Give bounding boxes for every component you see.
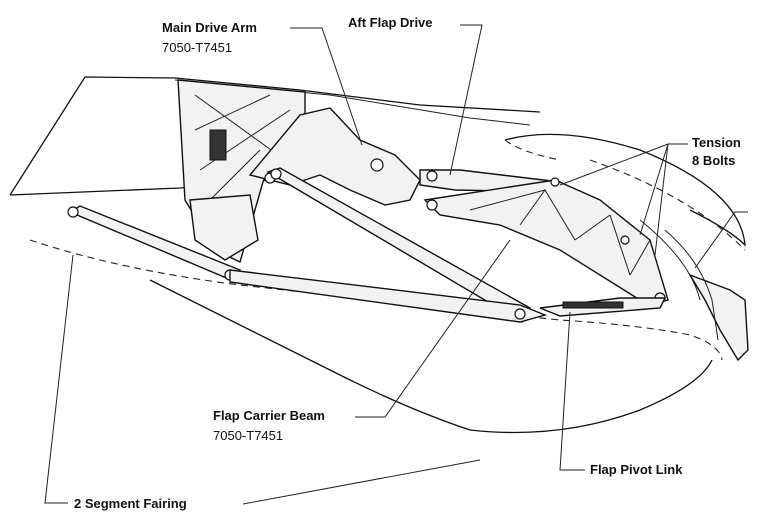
flap-dashed-lead bbox=[504, 139, 561, 161]
pivot-link-rod bbox=[562, 301, 624, 309]
label-main-drive-arm: Main Drive Arm bbox=[162, 20, 257, 35]
truss-pin-1 bbox=[426, 199, 438, 211]
leader-tension-bolts bbox=[559, 143, 688, 256]
label-flap-pivot-link: Flap Pivot Link bbox=[590, 462, 683, 477]
aft-flap-segment bbox=[688, 273, 749, 362]
leader-main-drive-arm bbox=[290, 27, 363, 146]
leader-right-edge bbox=[694, 211, 748, 269]
wing-upper-skin bbox=[9, 76, 541, 196]
label-flap-carrier-beam: Flap Carrier Beam bbox=[213, 408, 325, 423]
aft-drive-pin bbox=[426, 170, 438, 182]
label-two-segment-fairing: 2 Segment Fairing bbox=[74, 496, 187, 511]
truss-web bbox=[469, 189, 651, 276]
label-flap-carrier-beam-material: 7050-T7451 bbox=[213, 428, 283, 443]
lower-strut-pin-left bbox=[67, 206, 79, 218]
label-tension: Tension bbox=[692, 135, 741, 150]
flap-section bbox=[504, 133, 746, 247]
leader-flap-carrier-beam bbox=[355, 239, 511, 418]
label-aft-flap-drive: Aft Flap Drive bbox=[348, 15, 433, 30]
truss-pin-2 bbox=[550, 177, 560, 187]
bottom-chord bbox=[229, 269, 548, 323]
label-eight-bolts: 8 Bolts bbox=[692, 153, 735, 168]
bottom-chord-pin bbox=[514, 308, 526, 320]
leader-fairing-right bbox=[242, 459, 481, 505]
drive-arm-pivot bbox=[370, 158, 384, 172]
truss-pin-4 bbox=[620, 235, 630, 245]
fairing-lower-curve bbox=[149, 279, 713, 434]
label-main-drive-arm-material: 7050-T7451 bbox=[162, 40, 232, 55]
leader-fairing-left bbox=[44, 254, 74, 504]
frame-actuator-box bbox=[209, 129, 227, 161]
carrier-beam-pin bbox=[270, 168, 282, 180]
flap-dashed-upper bbox=[589, 159, 746, 251]
frame-bracket bbox=[189, 194, 259, 261]
leader-aft-flap-drive bbox=[449, 24, 483, 176]
frame-web-1 bbox=[194, 94, 291, 201]
leader-flap-pivot-link bbox=[559, 311, 585, 471]
fairing-tail-2 bbox=[639, 219, 701, 301]
